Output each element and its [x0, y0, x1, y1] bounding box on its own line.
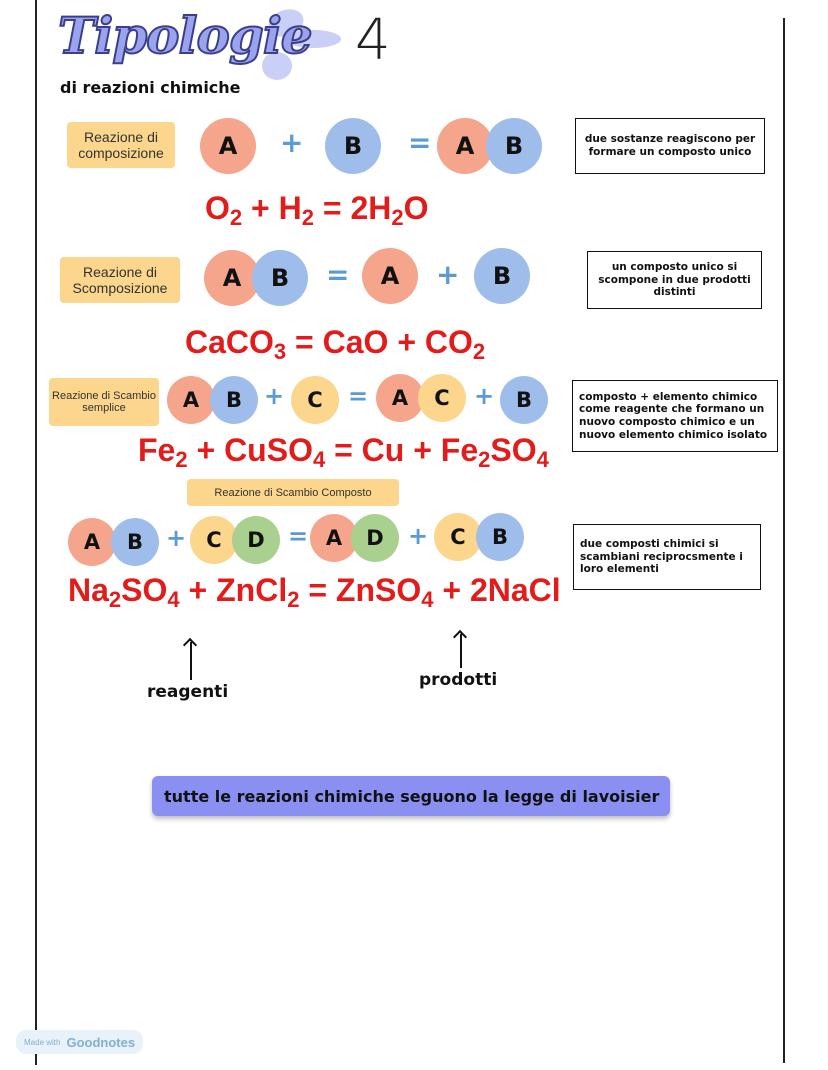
label-scomposizione: Reazione di Scomposizione: [60, 257, 180, 303]
label-scambio-semplice: Reazione di Scambio semplice: [49, 378, 159, 426]
atom-a: A: [362, 248, 418, 304]
page-title: Tipologie: [57, 5, 314, 66]
label-scambio-composto: Reazione di Scambio Composto: [187, 479, 399, 506]
plus-sign: +: [436, 258, 460, 291]
page-subtitle: di reazioni chimiche: [60, 78, 241, 97]
equals-sign: =: [408, 126, 432, 159]
note-scambio-composto: due composti chimici si scambiani recipr…: [573, 524, 761, 590]
equals-sign: =: [348, 382, 369, 410]
plus-sign: +: [280, 126, 304, 159]
atom-d: D: [351, 514, 399, 562]
label-composizione: Reazione di composizione: [67, 122, 175, 168]
atom-d: D: [232, 516, 280, 564]
label-prodotti: prodotti: [419, 670, 498, 690]
atom-a: A: [200, 118, 256, 174]
plus-sign: +: [408, 522, 429, 550]
equals-sign: =: [288, 522, 309, 550]
atom-c: C: [434, 513, 482, 561]
plus-sign: +: [474, 382, 495, 410]
right-margin-line: [783, 18, 785, 1063]
title-decoration: [262, 52, 292, 80]
atom-c: C: [418, 374, 466, 422]
watermark-prefix: Made with: [24, 1037, 61, 1047]
atom-a: A: [68, 518, 116, 566]
plus-sign: +: [166, 524, 187, 552]
atom-a: A: [310, 514, 358, 562]
equals-sign: =: [326, 258, 350, 291]
goodnotes-watermark: Made with Goodnotes: [16, 1030, 144, 1054]
note-composizione: due sostanze reagiscono per formare un c…: [575, 118, 765, 174]
atom-b: B: [500, 376, 548, 424]
atom-a: A: [376, 374, 424, 422]
atom-a: A: [167, 376, 215, 424]
watermark-brand: Goodnotes: [66, 1034, 136, 1050]
atom-b: B: [252, 250, 308, 306]
note-scomposizione: un composto unico si scompone in due pro…: [587, 251, 762, 309]
atom-c: C: [190, 516, 238, 564]
plus-sign: +: [264, 382, 285, 410]
equation-scambio-semplice: Fe2 + CuSO4 = Cu + Fe2SO4: [138, 432, 549, 472]
atom-a: A: [437, 118, 493, 174]
atom-b: B: [476, 513, 524, 561]
page-number: 4: [355, 8, 391, 73]
note-scambio-semplice: composto + elemento chimico come reagent…: [572, 380, 778, 452]
atom-c: C: [291, 376, 339, 424]
atom-b: B: [325, 118, 381, 174]
left-margin-line: [35, 0, 37, 1065]
label-reagenti: reagenti: [147, 682, 229, 702]
equation-scomposizione: CaCO3 = CaO + CO2: [185, 324, 486, 364]
equation-scambio-composto: Na2SO4 + ZnCl2 = ZnSO4 + 2NaCl: [68, 572, 561, 612]
up-arrow-icon: [190, 642, 192, 680]
atom-b: B: [486, 118, 542, 174]
atom-b: B: [111, 518, 159, 566]
title-decoration: [285, 30, 341, 48]
atom-b: B: [210, 376, 258, 424]
atom-a: A: [204, 250, 260, 306]
atom-b: B: [474, 248, 530, 304]
lavoisier-banner: tutte le reazioni chimiche seguono la le…: [152, 776, 670, 816]
equation-composizione: O2 + H2 = 2H2O: [205, 190, 429, 230]
up-arrow-icon: [460, 634, 462, 668]
